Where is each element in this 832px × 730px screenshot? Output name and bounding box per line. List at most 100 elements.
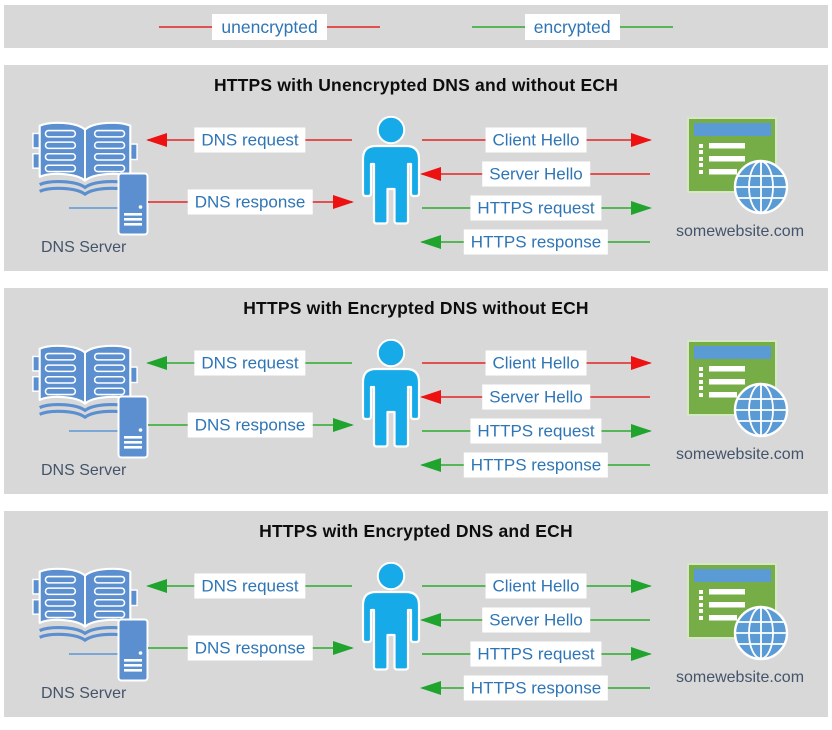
website-icon [687, 340, 789, 438]
arrow-head-icon [420, 167, 441, 181]
arrow-label: Server Hello [482, 607, 590, 633]
website: somewebsite.com [660, 340, 820, 464]
message-arrow: HTTPS request [422, 641, 652, 667]
arrow-head-icon [420, 390, 441, 404]
message-arrow: DNS request [146, 127, 352, 153]
arrow-label: HTTPS response [463, 229, 609, 255]
message-arrow: HTTPS response [420, 229, 650, 255]
encrypted-line-icon [471, 25, 525, 28]
arrow-head-icon [420, 235, 441, 249]
message-arrow: DNS request [146, 350, 352, 376]
unencrypted-line-icon [326, 25, 380, 28]
message-arrow: DNS response [148, 189, 354, 215]
message-arrow: Server Hello [420, 384, 650, 410]
arrow-head-icon [631, 647, 652, 661]
arrow-head-icon [631, 133, 652, 147]
message-arrow: Server Hello [420, 161, 650, 187]
dns-server-label: DNS Server [41, 239, 127, 256]
dns-ech-diagram: { "colors": { "unencrypted_line": "#e052… [0, 5, 832, 730]
globe-icon [733, 159, 789, 215]
message-arrow: HTTPS response [420, 452, 650, 478]
server-icon [117, 172, 149, 236]
browser-window-icon [687, 563, 777, 639]
arrow-label: HTTPS request [470, 641, 602, 667]
arrow-label: Client Hello [485, 573, 587, 599]
arrow-label: DNS request [194, 127, 306, 153]
arrow-label: Server Hello [482, 161, 590, 187]
arrow-label: DNS request [194, 573, 306, 599]
server-icon [117, 618, 149, 682]
message-arrow: Client Hello [422, 350, 652, 376]
message-arrow: Server Hello [420, 607, 650, 633]
website: somewebsite.com [660, 563, 820, 687]
panel-title: HTTPS with Encrypted DNS and ECH [259, 521, 573, 541]
arrow-label: Server Hello [482, 384, 590, 410]
message-arrow: DNS response [148, 635, 354, 661]
unencrypted-line-icon [159, 25, 213, 28]
arrow-label: Client Hello [485, 350, 587, 376]
arrow-head-icon [631, 579, 652, 593]
dns-server: DNS Server [31, 115, 186, 260]
arrow-label: DNS response [187, 412, 313, 438]
browser-window-icon [687, 340, 777, 416]
panel-title: HTTPS with Unencrypted DNS and without E… [213, 75, 619, 95]
message-arrow: Client Hello [422, 127, 652, 153]
arrow-label: HTTPS request [470, 418, 602, 444]
panels-container: HTTPS with Unencrypted DNS and without E… [0, 65, 832, 717]
dns-server-label: DNS Server [41, 685, 127, 702]
arrow-head-icon [631, 356, 652, 370]
message-arrow: DNS request [146, 573, 352, 599]
arrow-head-icon [333, 195, 354, 209]
connector-line [69, 653, 119, 655]
arrow-head-icon [333, 418, 354, 432]
book-icon [32, 121, 138, 197]
panel-2: HTTPS with Encrypted DNS without ECH [4, 288, 828, 494]
dns-server: DNS Server [31, 338, 186, 483]
panel-3: HTTPS with Encrypted DNS and ECH [4, 511, 828, 717]
website-label: somewebsite.com [675, 446, 805, 463]
legend-label: unencrypted [212, 13, 327, 40]
website-icon [687, 563, 789, 661]
arrow-head-icon [146, 356, 167, 370]
connector-line [69, 207, 119, 209]
panel-title: HTTPS with Encrypted DNS without ECH [243, 298, 589, 318]
globe-icon [733, 382, 789, 438]
arrow-head-icon [333, 641, 354, 655]
arrow-head-icon [420, 681, 441, 695]
connector-line [69, 430, 119, 432]
arrow-head-icon [631, 424, 652, 438]
arrow-label: HTTPS request [470, 195, 602, 221]
arrow-label: HTTPS response [463, 452, 609, 478]
encrypted-line-icon [619, 25, 673, 28]
user-icon [361, 339, 421, 448]
legend-label: encrypted [524, 13, 620, 40]
arrow-head-icon [146, 133, 167, 147]
user-icon [361, 116, 421, 225]
legend-item-encrypted: encrypted [471, 13, 673, 40]
message-arrow: DNS response [148, 412, 354, 438]
arrow-head-icon [420, 613, 441, 627]
message-arrow: Client Hello [422, 573, 652, 599]
website-label: somewebsite.com [675, 223, 805, 240]
dns-server: DNS Server [31, 561, 186, 706]
arrow-head-icon [420, 458, 441, 472]
arrow-label: DNS response [187, 635, 313, 661]
book-icon [32, 344, 138, 420]
user-icon [361, 562, 421, 671]
website: somewebsite.com [660, 117, 820, 241]
website-icon [687, 117, 789, 215]
globe-icon [733, 605, 789, 661]
arrow-head-icon [146, 579, 167, 593]
message-arrow: HTTPS request [422, 195, 652, 221]
arrow-label: DNS response [187, 189, 313, 215]
arrow-label: DNS request [194, 350, 306, 376]
arrow-label: Client Hello [485, 127, 587, 153]
arrow-label: HTTPS response [463, 675, 609, 701]
server-icon [117, 395, 149, 459]
legend-item-unencrypted: unencrypted [159, 13, 380, 40]
message-arrow: HTTPS request [422, 418, 652, 444]
book-icon [32, 567, 138, 643]
panel-1: HTTPS with Unencrypted DNS and without E… [4, 65, 828, 271]
website-label: somewebsite.com [675, 669, 805, 686]
dns-server-label: DNS Server [41, 462, 127, 479]
